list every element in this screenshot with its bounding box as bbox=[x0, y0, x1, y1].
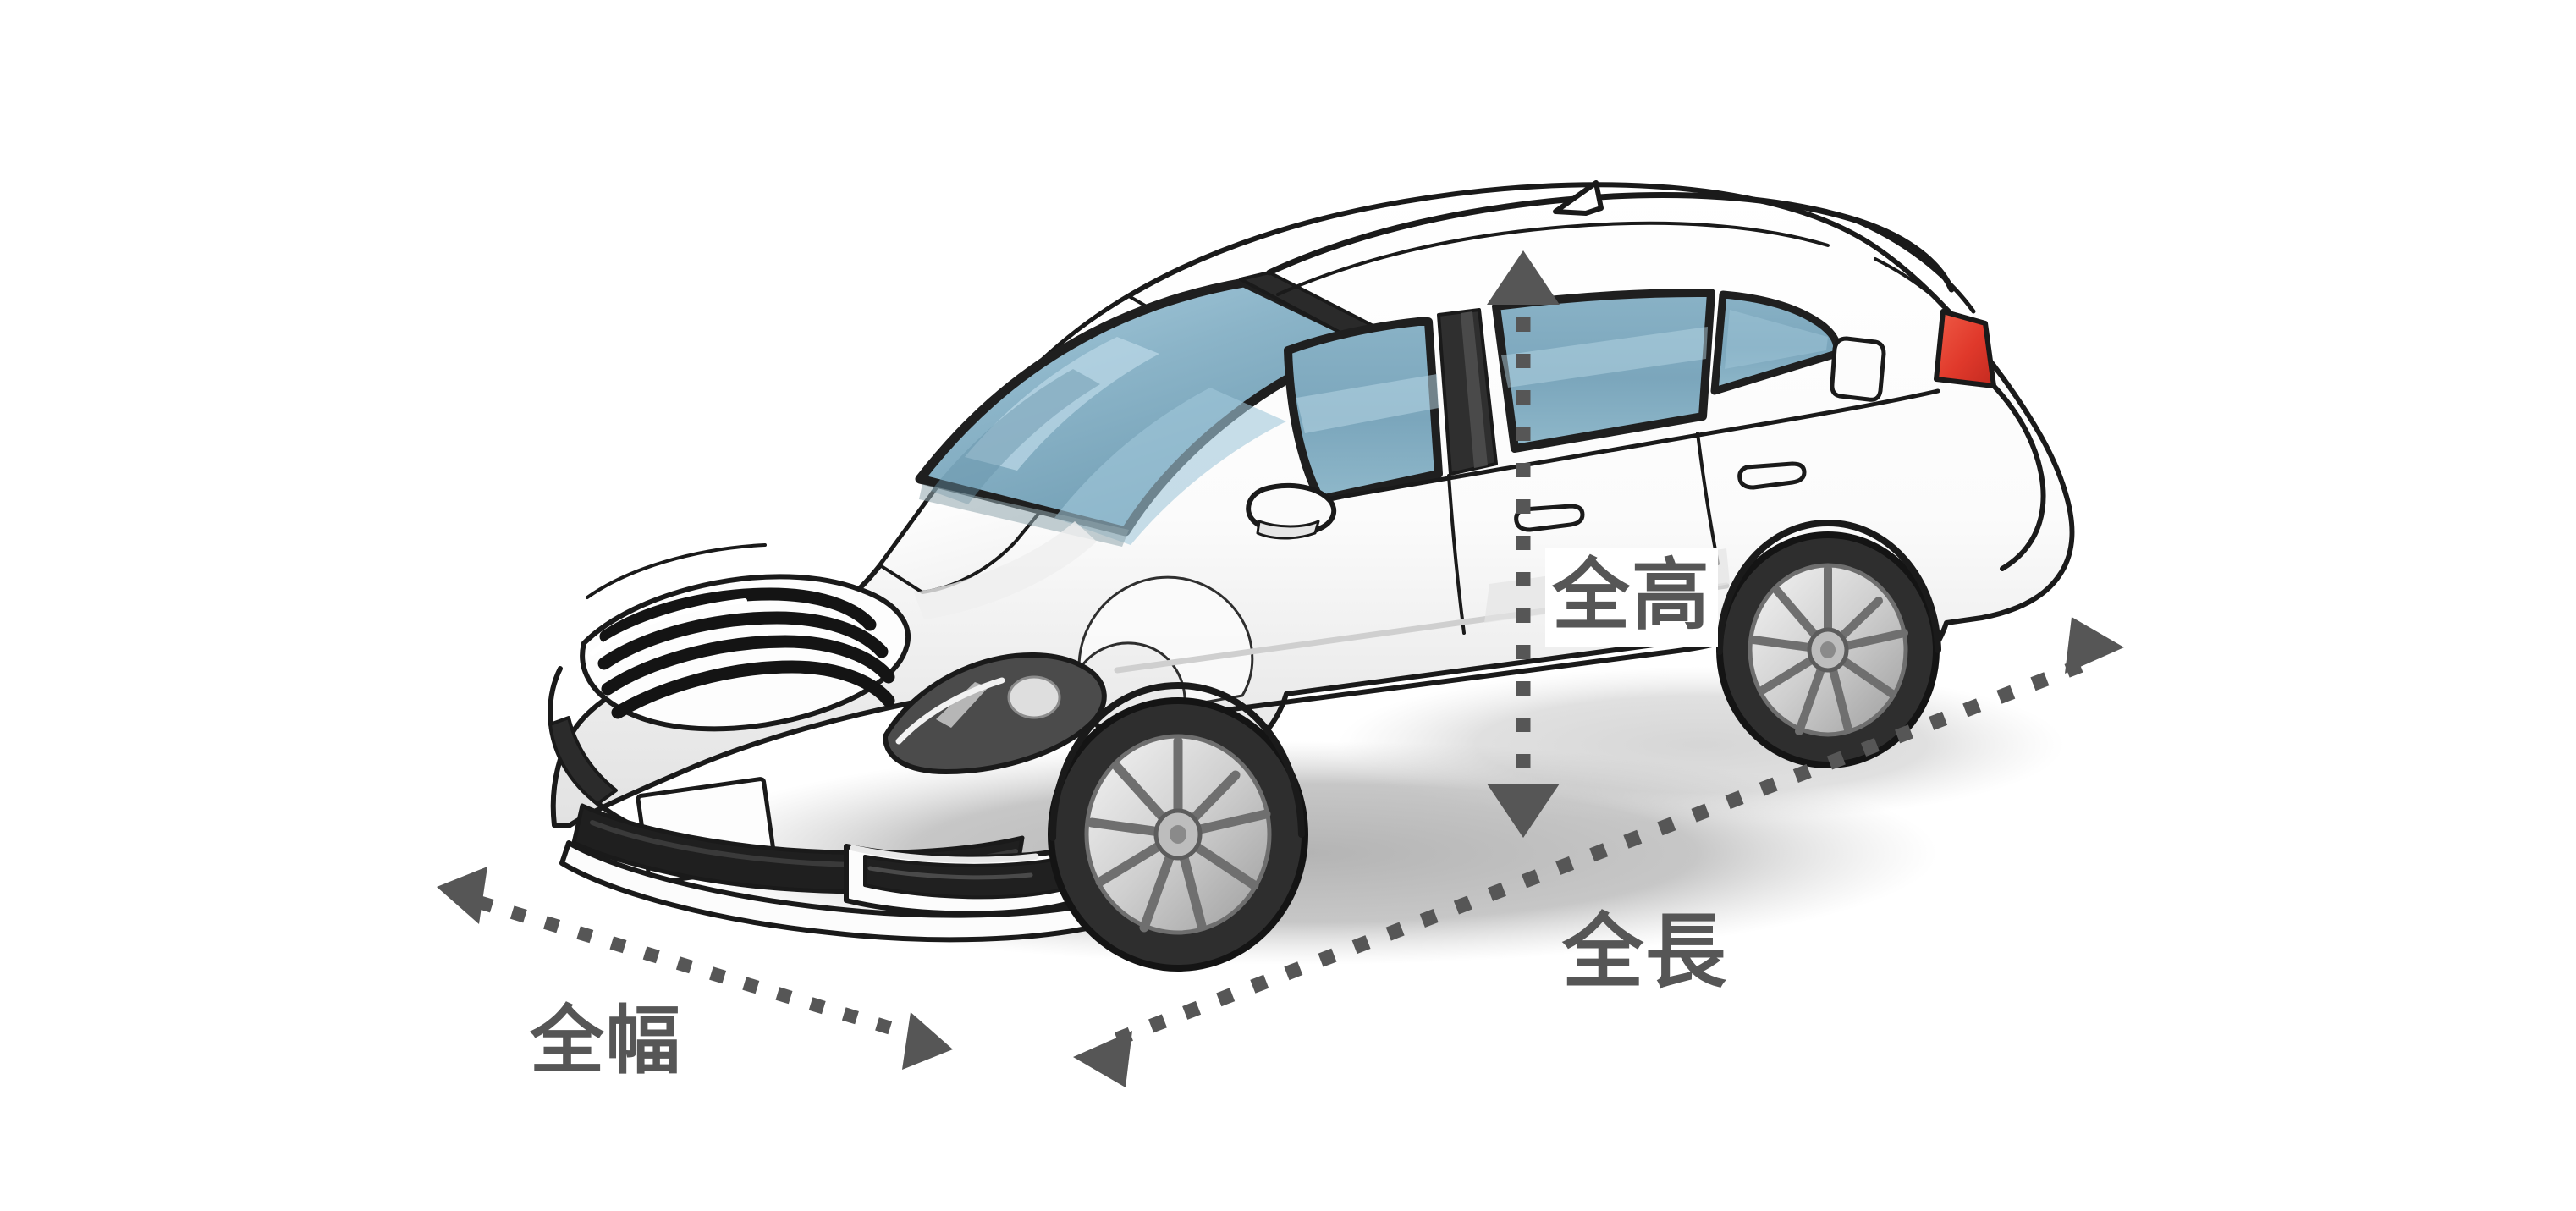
grille-slats bbox=[597, 587, 895, 719]
hood-shading bbox=[914, 521, 1097, 619]
length-arrow-head-left bbox=[1073, 1031, 1132, 1087]
roof-line bbox=[1266, 192, 1955, 293]
windshield-reflection-c bbox=[931, 369, 1100, 504]
front-fender bbox=[1077, 575, 1254, 707]
height-arrow-head-up bbox=[1487, 250, 1560, 305]
rear-wheel-arch bbox=[1716, 520, 1941, 655]
car-illustration bbox=[548, 180, 2075, 972]
dimension-label-length: 全長 bbox=[1562, 907, 1728, 998]
headlight-projector bbox=[1007, 675, 1061, 719]
width-arrow-head-left bbox=[437, 867, 487, 924]
door-handle-rear bbox=[1737, 461, 1807, 490]
mirror-glass bbox=[1256, 520, 1320, 540]
rear-window-highlight bbox=[1501, 327, 1708, 388]
dimension-label-width: 全幅 bbox=[530, 999, 682, 1082]
front-window-highlight bbox=[1296, 374, 1439, 433]
length-arrow bbox=[1073, 617, 2124, 1087]
roof-drip-rail bbox=[1276, 221, 1830, 296]
dimension-arrows bbox=[437, 250, 2124, 1087]
headlight-drl bbox=[895, 677, 1005, 745]
grille-chrome-edge bbox=[590, 598, 747, 656]
height-arrow bbox=[1487, 250, 1560, 838]
fog-lamp-chrome bbox=[850, 845, 1039, 863]
fog-lamp-slats bbox=[867, 866, 1033, 880]
door-handle-front bbox=[1514, 504, 1585, 532]
rear-bumper bbox=[1991, 383, 2046, 571]
length-arrow-head-right bbox=[2065, 617, 2124, 674]
taillight bbox=[1934, 309, 1996, 388]
rear-wheel bbox=[1716, 531, 1940, 768]
windshield-reflection-b bbox=[1054, 388, 1286, 545]
front-wheel-arch bbox=[1049, 682, 1305, 841]
dimension-label-height: 全高 bbox=[1545, 548, 1718, 647]
hood-shut-line bbox=[586, 543, 767, 599]
beltline bbox=[1314, 388, 1940, 504]
trunk-lid bbox=[1847, 216, 1976, 314]
b-pillar-seam bbox=[1461, 311, 1488, 468]
quarter-window-highlight bbox=[1725, 310, 1828, 369]
front-corner-accent bbox=[548, 716, 618, 806]
windshield-reflection-a bbox=[965, 337, 1159, 471]
headlight-inner-lens bbox=[936, 682, 988, 728]
antenna bbox=[1553, 180, 1604, 216]
fuel-door bbox=[1830, 336, 1886, 402]
width-arrow bbox=[437, 867, 953, 1070]
width-arrow-head-right bbox=[902, 1012, 953, 1070]
front-wheel bbox=[1048, 697, 1308, 972]
height-arrow-head-down bbox=[1487, 784, 1560, 838]
door-seam-front bbox=[1447, 474, 1466, 635]
door-seam-rear bbox=[1696, 432, 1720, 565]
